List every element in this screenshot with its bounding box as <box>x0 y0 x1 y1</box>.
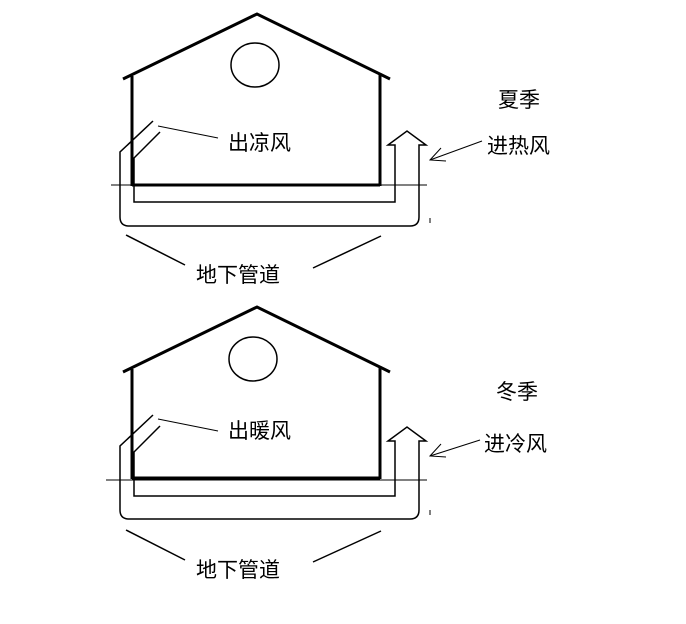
outlet-label: 出凉风 <box>228 131 291 155</box>
duct-winter <box>119 414 431 520</box>
arrow-head <box>428 147 447 162</box>
duct-outline <box>119 414 429 520</box>
duct-summer <box>119 120 431 227</box>
duct-bracket-right <box>312 530 382 563</box>
roof <box>122 12 391 81</box>
duct-bracket-right <box>312 235 382 269</box>
duct-bracket-left <box>125 234 186 266</box>
arrow-shaft <box>429 140 483 161</box>
duct-label: 地下管道 <box>196 558 280 582</box>
roof <box>122 305 391 374</box>
summer-panel: 出凉风 夏季 进热风 地下管道 <box>111 12 550 287</box>
outlet-label: 出暖风 <box>228 419 291 443</box>
duct-outline <box>119 120 429 227</box>
inlet-label: 进冷风 <box>484 432 547 456</box>
inlet-label: 进热风 <box>487 134 550 158</box>
house-winter <box>122 305 391 480</box>
round-window <box>228 336 278 382</box>
outlet-leader <box>157 418 219 432</box>
arrow-shaft <box>429 439 481 457</box>
house-summer <box>122 12 391 187</box>
inlet-arrow <box>428 439 481 458</box>
arrow-head <box>428 443 447 458</box>
duct-label: 地下管道 <box>196 263 280 287</box>
season-label: 冬季 <box>496 380 538 404</box>
season-label: 夏季 <box>498 88 540 112</box>
duct-bracket-left <box>125 529 186 561</box>
inlet-arrow <box>428 140 483 162</box>
outlet-leader <box>157 125 219 139</box>
winter-panel: 出暖风 冬季 进冷风 地下管道 <box>106 305 547 582</box>
round-window <box>230 42 280 88</box>
